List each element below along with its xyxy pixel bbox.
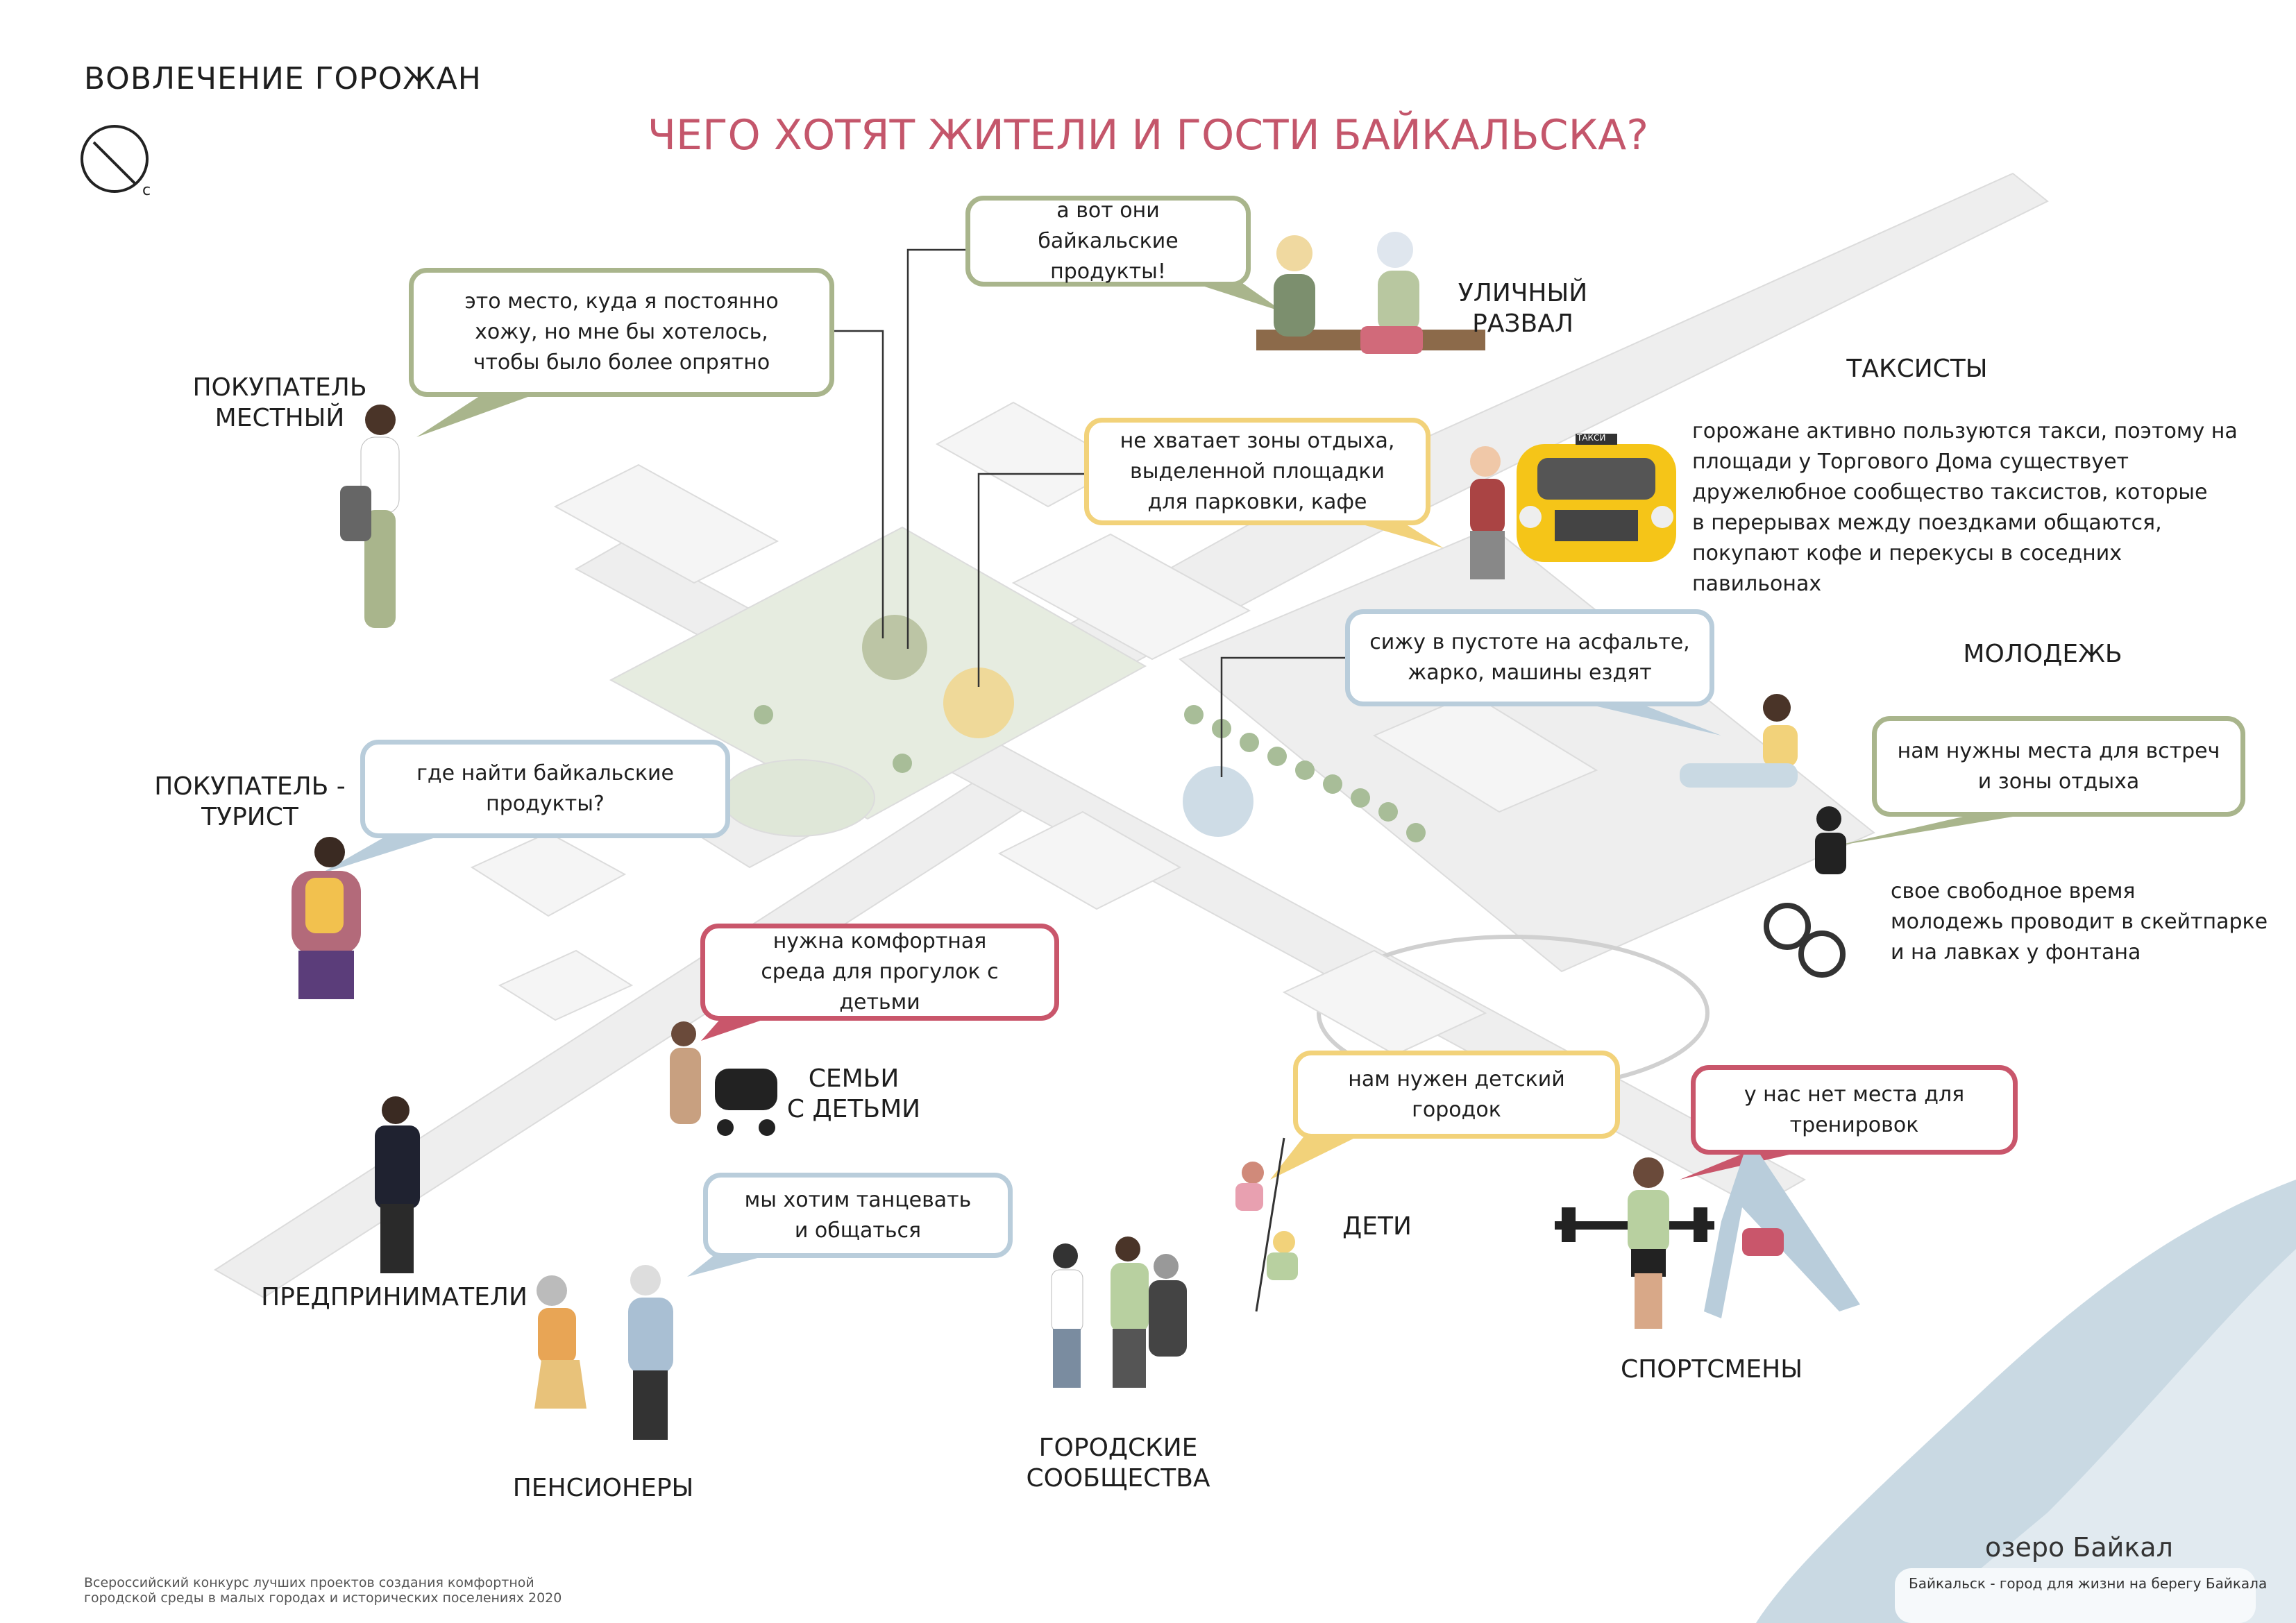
- speech-bubble-families: нужна комфортная среда для прогулок с де…: [700, 924, 1059, 1021]
- people-figures: [292, 232, 1860, 1440]
- kids-swing-figure: [1235, 1137, 1298, 1312]
- section-heading: ВОВЛЕЧЕНИЕ ГОРОЖАН: [84, 61, 482, 96]
- speech-bubble-youth-sitting: сижу в пустоте на асфальте, жарко, машин…: [1345, 609, 1714, 706]
- speech-bubble-kids: нам нужен детский городок: [1293, 1051, 1620, 1139]
- tourist-figure: [292, 837, 361, 999]
- logo-letter: с: [142, 182, 151, 199]
- taxi-sign: ТАКСИ: [1577, 433, 1606, 443]
- lake-label: озеро Байкал: [1985, 1532, 2173, 1563]
- youth-description: свое свободное время молодежь проводит в…: [1891, 879, 2268, 965]
- contest-footer: Всероссийский конкурс лучших проектов со…: [84, 1575, 562, 1606]
- street-vendors-figure: [1256, 232, 1485, 354]
- local-buyer-figure: [340, 405, 400, 628]
- label-pensioners: ПЕНСИОНЕРЫ: [512, 1474, 694, 1502]
- label-local-buyer: ПОКУПАТЕЛЬ МЕСТНЫЙ: [192, 373, 367, 432]
- leader-lines: [834, 248, 1345, 777]
- athletes-figure: [1555, 1138, 1860, 1329]
- label-youth: МОЛОДЕЖЬ: [1963, 640, 2122, 668]
- community-figure: [1051, 1237, 1187, 1388]
- label-entrepreneurs: ПРЕДПРИНИМАТЕЛИ: [261, 1283, 527, 1311]
- marker-yellow: [943, 668, 1014, 738]
- label-communities: ГОРОДСКИЕ СООБЩЕСТВА: [1026, 1434, 1210, 1493]
- taxi-figure: [1470, 434, 1676, 579]
- speech-bubble-taxi: не хватает зоны отдыха, выделенной площа…: [1084, 418, 1430, 525]
- youth-reading-figure: [1680, 694, 1798, 788]
- label-street-market: УЛИЧНЫЙ РАЗВАЛ: [1458, 279, 1588, 338]
- label-tourist: ПОКУПАТЕЛЬ - ТУРИСТ: [154, 772, 346, 831]
- marker-blue: [1183, 766, 1253, 837]
- label-athletes: СПОРТСМЕНЫ: [1620, 1355, 1803, 1384]
- page-title: ЧЕГО ХОТЯТ ЖИТЕЛИ И ГОСТИ БАЙКАЛЬСКА?: [647, 111, 1649, 160]
- speech-bubble-street-market: а вот они байкальские продукты!: [965, 196, 1251, 287]
- slogan-panel: [1895, 1568, 2256, 1623]
- label-kids: ДЕТИ: [1342, 1212, 1412, 1241]
- family-stroller-figure: [670, 1021, 777, 1136]
- speech-bubble-youth: нам нужны места для встреч и зоны отдыха: [1872, 716, 2245, 817]
- pensioners-figure: [534, 1265, 673, 1440]
- label-families: СЕМЬИ С ДЕТЬМИ: [786, 1064, 921, 1123]
- speech-bubble-pensioners: мы хотим танцевать и общаться: [703, 1173, 1013, 1258]
- speech-bubble-athletes: у нас нет места для тренировок: [1691, 1065, 2018, 1155]
- speech-bubble-tourist: где найти байкальские продукты?: [360, 740, 730, 838]
- trees: [754, 705, 1426, 842]
- bmx-rider-figure: [1764, 806, 1846, 978]
- bubble-tails: [319, 283, 2034, 1277]
- entrepreneur-figure: [375, 1096, 420, 1273]
- marker-green: [862, 615, 927, 680]
- speech-bubble-local-buyer: это место, куда я постоянно хожу, но мне…: [409, 268, 834, 397]
- slogan: Байкальск - город для жизни на берегу Ба…: [1909, 1575, 2268, 1592]
- logo-icon: [81, 125, 149, 193]
- lake-shape-light: [1916, 1249, 2296, 1623]
- taxi-description: горожане активно пользуются такси, поэто…: [1692, 419, 2238, 596]
- label-taxi: ТАКСИСТЫ: [1846, 355, 1988, 383]
